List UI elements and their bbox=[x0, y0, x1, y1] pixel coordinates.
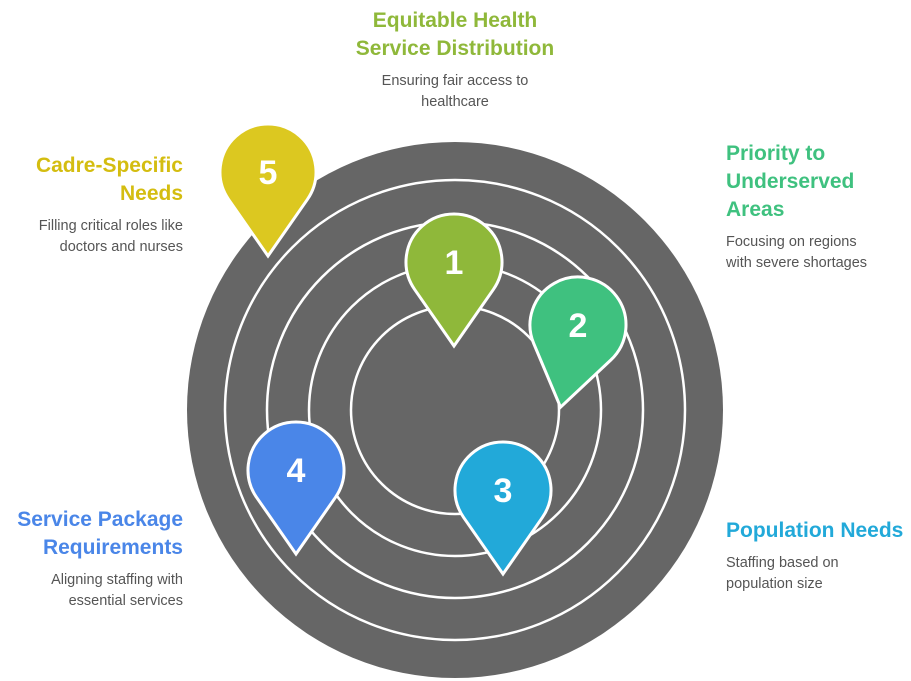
item-1-title-line: Service Distribution bbox=[355, 37, 555, 60]
item-2-desc-line: with severe shortages bbox=[726, 255, 868, 271]
item-2-title-line: Underserved bbox=[726, 170, 855, 193]
pins-layer: 1 2 3 4 5 bbox=[218, 122, 628, 577]
outer-disc bbox=[187, 142, 723, 678]
item-2-title: Priority to Underserved Areas bbox=[726, 140, 911, 224]
item-4-title: Service Package Requirements bbox=[0, 506, 183, 562]
item-1-desc-line: Ensuring fair access to bbox=[381, 73, 529, 89]
pin-shape-5 bbox=[218, 122, 318, 259]
pin-number-1: 1 bbox=[445, 244, 464, 282]
item-5-description: Filling critical roles like doctors and … bbox=[0, 216, 183, 258]
item-3-title: Population Needs bbox=[726, 517, 911, 545]
item-1-title-line: Equitable Health bbox=[372, 9, 538, 32]
item-5-desc-line: doctors and nurses bbox=[59, 239, 183, 255]
item-2-description: Focusing on regions with severe shortage… bbox=[726, 232, 911, 274]
item-5-title-line: Cadre-Specific bbox=[35, 154, 183, 177]
pin-marker-2: 2 bbox=[528, 275, 628, 410]
pin-number-3: 3 bbox=[494, 472, 513, 510]
item-3-title-line: Population Needs bbox=[726, 519, 904, 542]
item-2-title-line: Areas bbox=[726, 198, 785, 221]
item-4-title-line: Service Package bbox=[17, 508, 183, 531]
item-1-description: Ensuring fair access to healthcare bbox=[300, 71, 610, 113]
pin-marker-4: 4 bbox=[246, 420, 346, 557]
item-1-title: Equitable Health Service Distribution bbox=[300, 7, 610, 63]
label-equitable-distribution: Equitable Health Service Distribution En… bbox=[300, 7, 610, 113]
item-5-title-line: Needs bbox=[119, 182, 183, 205]
item-3-desc-line: Staffing based on bbox=[726, 555, 839, 571]
pin-number-2: 2 bbox=[569, 307, 588, 345]
item-3-description: Staffing based on population size bbox=[726, 553, 911, 595]
item-2-title-line: Priority to bbox=[726, 142, 826, 165]
pin-marker-3: 3 bbox=[453, 440, 553, 577]
ring-1 bbox=[223, 178, 687, 642]
item-1-desc-line: healthcare bbox=[421, 94, 489, 110]
item-4-desc-line: essential services bbox=[68, 593, 183, 609]
label-service-package: Service Package Requirements Aligning st… bbox=[0, 506, 183, 612]
pin-shape-1 bbox=[404, 212, 504, 349]
item-4-description: Aligning staffing with essential service… bbox=[0, 570, 183, 612]
pin-number-4: 4 bbox=[287, 452, 306, 490]
item-4-title-line: Requirements bbox=[42, 536, 183, 559]
label-underserved-areas: Priority to Underserved Areas Focusing o… bbox=[726, 140, 911, 274]
item-3-desc-line: population size bbox=[726, 576, 823, 592]
item-2-desc-line: Focusing on regions bbox=[726, 234, 857, 250]
pin-marker-5: 5 bbox=[218, 122, 318, 259]
pin-number-5: 5 bbox=[259, 154, 278, 192]
pin-shape-4 bbox=[246, 420, 346, 557]
label-cadre-specific: Cadre-Specific Needs Filling critical ro… bbox=[0, 152, 183, 258]
item-5-desc-line: Filling critical roles like bbox=[38, 218, 183, 234]
label-population-needs: Population Needs Staffing based on popul… bbox=[726, 517, 911, 595]
pin-shape-2 bbox=[528, 275, 628, 410]
pin-shape-3 bbox=[453, 440, 553, 577]
item-5-title: Cadre-Specific Needs bbox=[0, 152, 183, 208]
item-4-desc-line: Aligning staffing with bbox=[51, 572, 183, 588]
pin-marker-1: 1 bbox=[404, 212, 504, 349]
